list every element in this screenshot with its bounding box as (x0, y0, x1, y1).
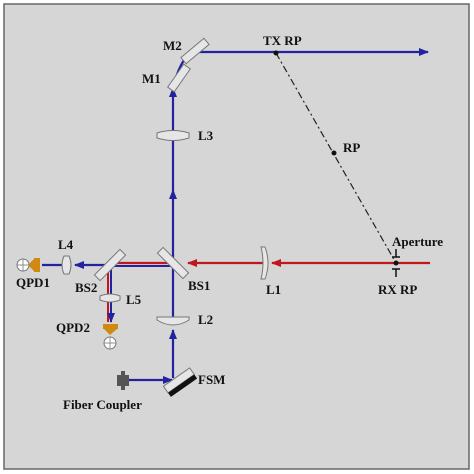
label-rp: RP (343, 140, 360, 155)
label-qpd1: QPD1 (16, 275, 50, 290)
diagram-background (3, 3, 470, 470)
label-m1: M1 (142, 71, 161, 86)
label-l4: L4 (58, 237, 74, 252)
mirror-m2 (180, 37, 210, 65)
fiber-coupler-icon (117, 371, 129, 390)
label-l1: L1 (266, 282, 281, 297)
label-tx-rp: TX RP (263, 33, 302, 48)
rx-rp-point (393, 260, 399, 266)
aperture (392, 249, 400, 277)
label-qpd2: QPD2 (56, 320, 90, 335)
beam-splitter-bs1 (156, 246, 190, 280)
label-fiber-coupler: Fiber Coupler (63, 397, 142, 412)
rp-point (331, 150, 337, 156)
label-l2: L2 (198, 312, 213, 327)
beam-splitter-bs2 (93, 248, 127, 282)
lens-l3 (156, 130, 190, 141)
qpd2-detector-icon (103, 324, 118, 350)
fsm-mirror (162, 367, 198, 397)
label-m2: M2 (163, 38, 182, 53)
label-bs2: BS2 (75, 280, 97, 295)
lens-l1 (260, 246, 269, 280)
lens-l2 (156, 316, 190, 326)
label-fsm: FSM (198, 372, 225, 387)
qpd1-detector-icon (16, 258, 40, 272)
label-bs1: BS1 (188, 278, 210, 293)
lens-l4 (61, 255, 72, 275)
reference-plane-line (275, 52, 397, 264)
label-aperture: Aperture (392, 234, 443, 249)
label-l3: L3 (198, 128, 214, 143)
label-rx-rp: RX RP (378, 282, 417, 297)
label-l5: L5 (126, 292, 142, 307)
tx-rp-point (273, 50, 279, 56)
lens-l5 (99, 293, 121, 303)
mirror-m1 (166, 63, 192, 93)
